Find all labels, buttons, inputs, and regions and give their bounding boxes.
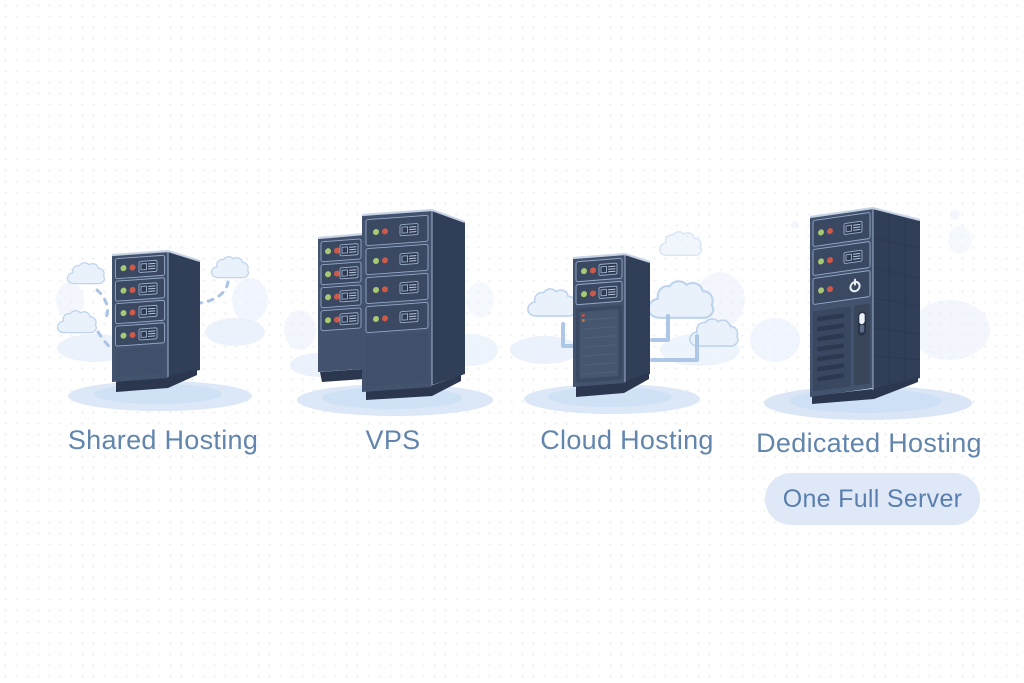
server-tower [809, 206, 921, 404]
power-icon [849, 278, 861, 293]
cloud-connector [561, 322, 577, 348]
lock-switch-icon [858, 311, 866, 336]
label-dedicated-hosting: Dedicated Hosting [756, 428, 982, 458]
illustration-vps [284, 208, 498, 416]
cloud-icon [527, 288, 577, 317]
cloud-icon [658, 231, 702, 256]
badge-one-full-server: One Full Server [765, 473, 980, 525]
illustration-shared-hosting [56, 249, 268, 411]
illustration-cloud-hosting [510, 231, 745, 414]
badge-one-full-server-text: One Full Server [782, 484, 963, 513]
server-tower [111, 249, 201, 392]
server-tower-front [361, 208, 466, 400]
cloud-connector [650, 314, 670, 342]
label-shared-hosting: Shared Hosting [67, 425, 259, 455]
cloud-icon [210, 256, 250, 279]
server-tower [572, 252, 651, 397]
label-vps: VPS [365, 425, 421, 455]
dashed-connector [95, 288, 110, 320]
cloud-icon [66, 262, 106, 285]
label-cloud-hosting: Cloud Hosting [540, 425, 714, 455]
illustration-dedicated-hosting [750, 206, 990, 420]
dashed-connector [198, 280, 230, 305]
server-tower-back [317, 232, 365, 382]
cloud-connector [650, 334, 699, 362]
